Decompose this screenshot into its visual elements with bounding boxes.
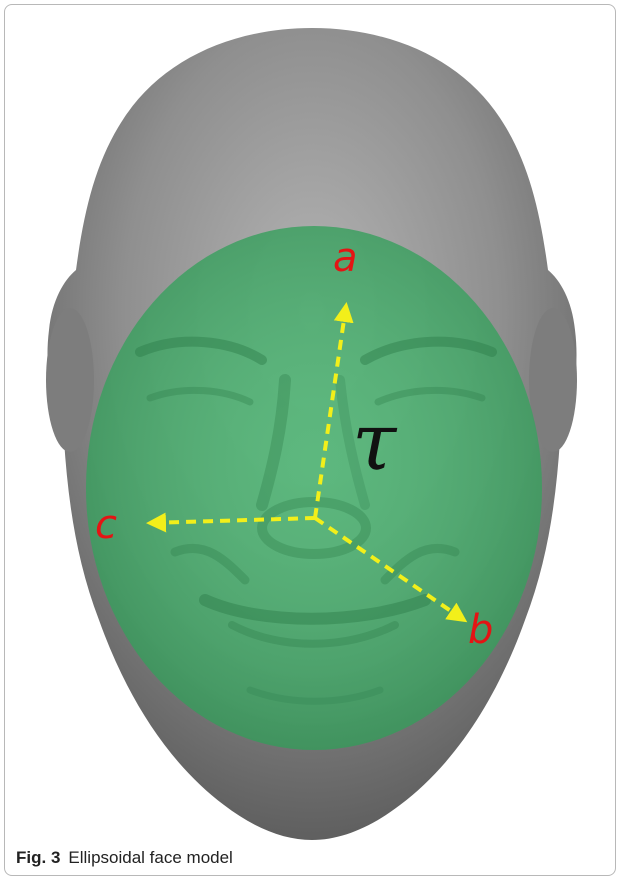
face-ellipse-shading [86,226,542,750]
axis-label-c: c [95,505,117,545]
caption-label: Fig. 3 [16,848,60,867]
tau-symbol: τ [352,402,396,482]
left-ear [46,308,94,452]
figure-caption: Fig. 3 Ellipsoidal face model [16,848,233,868]
caption-text: Ellipsoidal face model [68,848,232,867]
axis-label-a: a [333,238,358,278]
axis-label-b: b [468,610,493,650]
